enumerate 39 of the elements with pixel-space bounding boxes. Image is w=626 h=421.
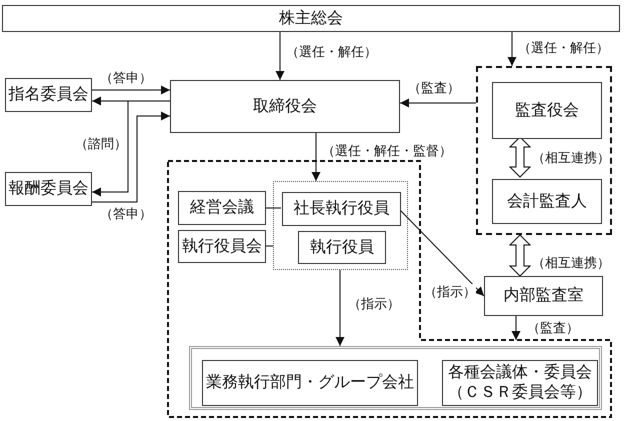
- org-box: [178, 191, 266, 225]
- org-box: [2, 5, 620, 32]
- box-label: 社長執行役員: [294, 199, 390, 219]
- double-block-arrow: [508, 234, 532, 277]
- box-label: 株主総会: [279, 8, 343, 28]
- arrow: [400, 210, 484, 296]
- box-label: 業務執行部門・グループ会社: [206, 373, 414, 393]
- arrow: [400, 98, 476, 108]
- org-box: [282, 192, 401, 226]
- double-block-arrow: [508, 136, 532, 178]
- box-label: 内部監査室: [504, 286, 584, 306]
- box-label: 会計監査人: [507, 192, 587, 212]
- box-label: 経営会議: [190, 198, 254, 218]
- box-label: 取締役会: [253, 96, 317, 116]
- org-box: [298, 231, 386, 264]
- box-label: 各種会議体・委員会（ＣＳＲ委員会等）: [447, 363, 593, 403]
- org-box: [492, 179, 602, 224]
- dotted-group-frame: [273, 181, 408, 270]
- double-group-frame: [189, 346, 602, 410]
- org-box: [178, 230, 266, 263]
- arrow: [508, 32, 516, 66]
- arrow: [512, 316, 520, 340]
- box-label: 執行役員: [310, 238, 374, 258]
- arrow: [92, 86, 170, 94]
- arrow: [312, 132, 320, 182]
- org-box: [492, 82, 602, 139]
- box-label: 報酬委員会: [8, 179, 88, 199]
- arrow: [276, 32, 284, 80]
- org-box: [170, 80, 400, 133]
- arrow: [336, 270, 344, 346]
- box-label: 指名委員会: [8, 85, 88, 105]
- box-label: 監査役会: [515, 100, 579, 120]
- box-label: 執行役員会: [182, 236, 262, 256]
- org-box: [5, 78, 92, 112]
- org-box: [5, 172, 92, 206]
- arrow: [92, 112, 170, 202]
- org-box: [202, 360, 418, 406]
- arrow: [92, 100, 170, 196]
- org-box: [484, 276, 603, 316]
